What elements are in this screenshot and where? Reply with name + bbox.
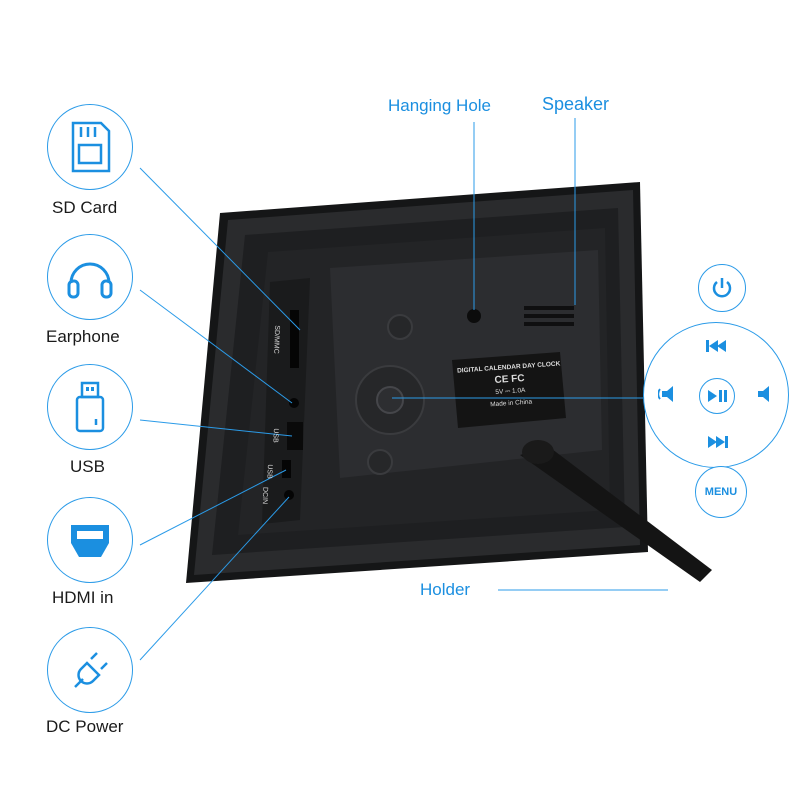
sd-card-icon [71, 121, 111, 173]
port-label-usb1: USB [271, 428, 279, 443]
usb-circle [47, 364, 133, 450]
earphone-circle [47, 234, 133, 320]
play-pause-icon [708, 390, 727, 402]
power-button[interactable] [698, 264, 746, 312]
label-speaker: Speaker [542, 94, 610, 114]
volume-down-icon [657, 386, 673, 402]
volume-up-button[interactable] [754, 383, 776, 410]
headphones-icon [67, 262, 113, 299]
label-sd-card: SD Card [52, 198, 118, 217]
callout-lines [139, 118, 668, 661]
label-earphone: Earphone [46, 327, 120, 346]
next-button[interactable] [706, 435, 730, 454]
dc-power-circle [47, 627, 133, 713]
hanging-hole [467, 309, 481, 323]
volume-down-button[interactable] [657, 383, 680, 410]
previous-button[interactable] [704, 339, 728, 358]
power-plug-icon [74, 652, 108, 688]
port-label-dcin: DCIN [260, 486, 269, 505]
next-icon [708, 436, 728, 448]
control-dial [643, 322, 789, 468]
label-usb: USB [70, 457, 105, 476]
label-holder: Holder [420, 580, 471, 599]
hdmi-icon [71, 525, 109, 557]
play-pause-button[interactable] [699, 378, 735, 414]
hdmi-circle [47, 497, 133, 583]
label-hdmi-in: HDMI in [52, 588, 114, 607]
usb-drive-icon [75, 381, 105, 433]
menu-button[interactable]: MENU [695, 466, 747, 518]
label-dc-power: DC Power [46, 717, 124, 736]
previous-icon [706, 340, 726, 352]
sd-card-circle [47, 104, 133, 190]
power-icon [712, 278, 732, 298]
menu-button-label: MENU [704, 486, 738, 498]
label-hanging-hole: Hanging Hole [388, 96, 492, 115]
speaker-grille [524, 306, 574, 326]
volume-up-icon [758, 386, 769, 402]
port-label-sdmmc: SD/MMC [272, 325, 281, 354]
port-label-usb2: USB [265, 464, 273, 479]
